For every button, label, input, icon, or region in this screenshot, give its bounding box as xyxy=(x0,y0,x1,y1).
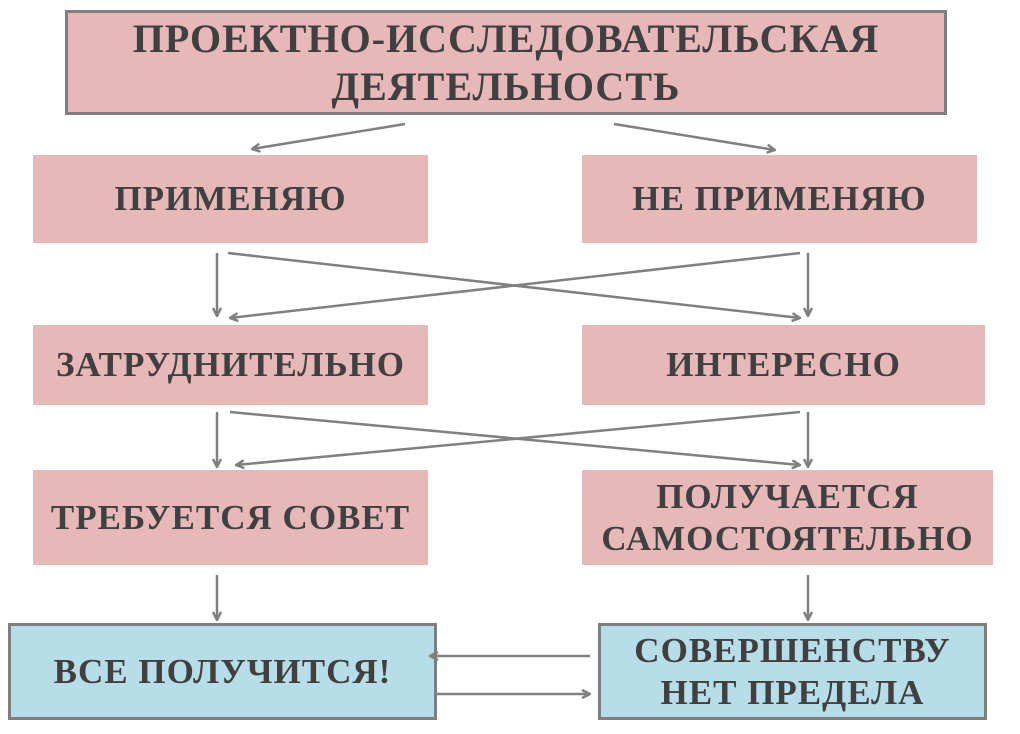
box-all-will-work: ВСЕ ПОЛУЧИТСЯ! xyxy=(8,623,437,720)
box-not-apply-label: НЕ ПРИМЕНЯЮ xyxy=(632,179,927,218)
title-line-2: ДЕЯТЕЛЬНОСТЬ xyxy=(331,63,681,109)
box-independent-line-2: САМОСТОЯТЕЛЬНО xyxy=(601,518,974,558)
box-no-limit-line-2: НЕТ ПРЕДЕЛА xyxy=(660,672,925,712)
box-interesting-label: ИНТЕРЕСНО xyxy=(666,345,901,384)
box-not-apply: НЕ ПРИМЕНЯЮ xyxy=(582,155,977,243)
title-line-1: ПРОЕКТНО-ИССЛЕДОВАТЕЛЬСКАЯ xyxy=(132,15,880,61)
box-difficult-label: ЗАТРУДНИТЕЛЬНО xyxy=(55,345,406,384)
arrow-not-apply-to-difficult xyxy=(230,251,801,318)
box-all-will-work-label: ВСЕ ПОЛУЧИТСЯ! xyxy=(53,651,392,691)
arrow-title-to-apply xyxy=(252,122,406,149)
box-advice-needed-label: ТРЕБУЕТСЯ СОВЕТ xyxy=(50,497,411,537)
box-no-limit-line-1: СОВЕРШЕНСТВУ xyxy=(634,630,951,670)
box-difficult: ЗАТРУДНИТЕЛЬНО xyxy=(33,325,428,405)
box-apply-label: ПРИМЕНЯЮ xyxy=(114,179,347,218)
arrow-interesting-to-advice xyxy=(236,410,801,465)
box-advice-needed: ТРЕБУЕТСЯ СОВЕТ xyxy=(33,470,428,565)
arrow-title-to-not-apply xyxy=(613,122,775,150)
box-interesting: ИНТЕРЕСНО xyxy=(582,325,985,405)
box-independent: ПОЛУЧАЕТСЯ САМОСТОЯТЕЛЬНО xyxy=(582,470,993,565)
box-no-limit: СОВЕРШЕНСТВУ НЕТ ПРЕДЕЛА xyxy=(598,623,987,720)
box-apply: ПРИМЕНЯЮ xyxy=(33,155,428,243)
box-independent-line-1: ПОЛУЧАЕТСЯ xyxy=(656,476,919,516)
title-box: ПРОЕКТНО-ИССЛЕДОВАТЕЛЬСКАЯ ДЕЯТЕЛЬНОСТЬ xyxy=(65,10,947,115)
